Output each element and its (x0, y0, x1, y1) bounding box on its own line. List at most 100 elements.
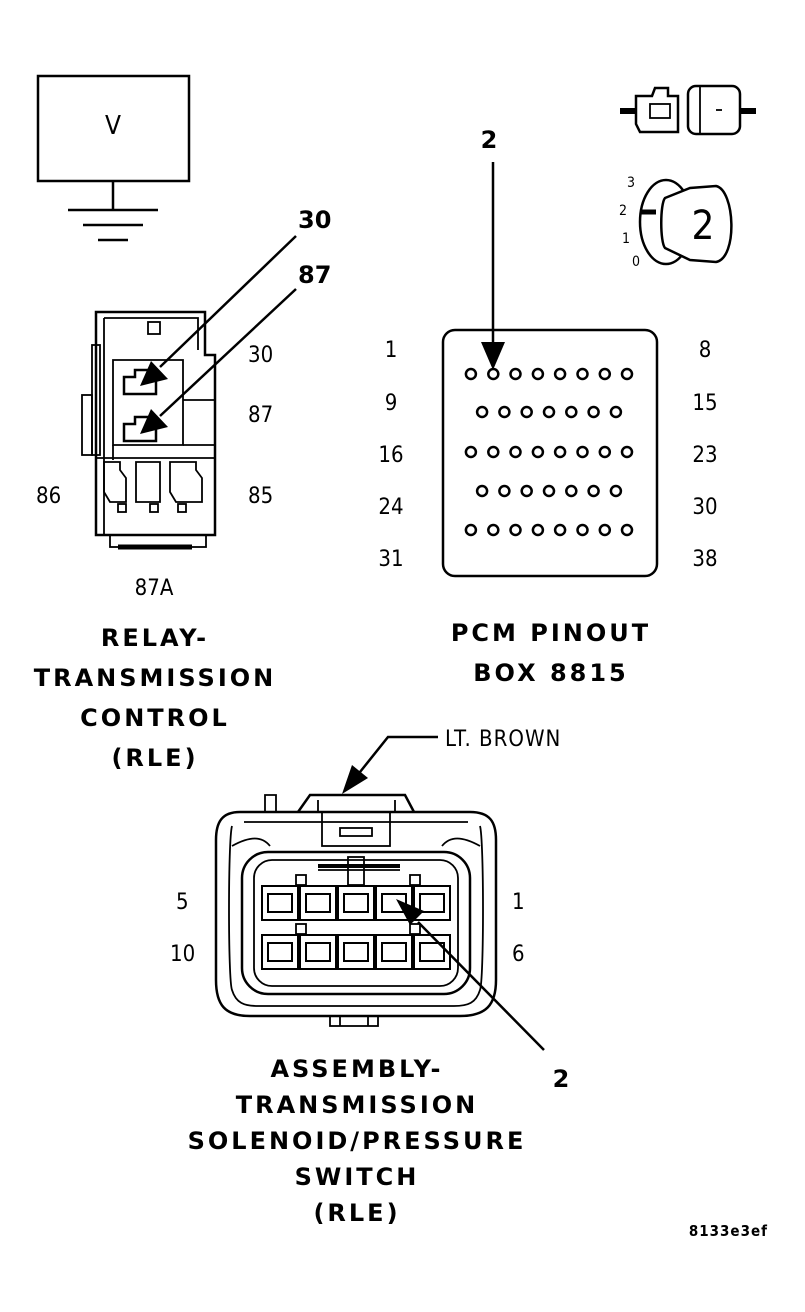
solenoid-connector: LT. BROWN 5 1 10 6 (170, 727, 569, 1093)
pcm-pin (620, 523, 634, 537)
selector-position-label: 2 (619, 203, 627, 219)
voltmeter: V (36, 74, 191, 242)
solenoid-pin-cavity (261, 934, 299, 970)
pcm-pin (464, 367, 478, 381)
solenoid-title-line: (RLE) (313, 1199, 400, 1227)
pcm-pin (509, 367, 522, 381)
pcm-pin (531, 445, 545, 459)
pcm-pin (520, 405, 533, 419)
pcm-pin (553, 523, 567, 537)
pcm-pin (620, 367, 634, 381)
solenoid-pin-cavity (375, 934, 413, 970)
pcm-pin (509, 445, 522, 459)
pcm-pin (509, 523, 522, 537)
solenoid-pin-cavity (299, 885, 337, 921)
solenoid-pin-label: 5 (176, 890, 189, 915)
relay-terminal-85: 85 (248, 484, 273, 509)
solenoid-pin-label: 6 (512, 942, 525, 967)
pcm-pin-number-label: 31 (378, 547, 403, 572)
pcm-pin (576, 367, 589, 381)
pcm-pin (598, 523, 612, 537)
wire-color-label: LT. BROWN (445, 727, 561, 752)
relay-connector: 30 87 30 87 86 85 (36, 206, 331, 601)
solenoid-pin-grid (261, 885, 451, 970)
pcm-pin (609, 484, 623, 498)
pcm-pin (531, 523, 545, 537)
probe-terminal-icon (620, 84, 756, 136)
pcm-pin-number-label: 8 (699, 338, 712, 363)
relay-title-line: TRANSMISSION (34, 664, 277, 692)
solenoid-title-line: TRANSMISSION (236, 1091, 479, 1119)
selector-knob-icon: 3 2 1 0 2 (619, 175, 733, 270)
pcm-pin-number-label: 9 (385, 391, 398, 416)
pcm-pin (598, 367, 612, 381)
pcm-pin-grid (464, 367, 634, 537)
pcm-callout: 2 (481, 126, 498, 154)
selector-position-label: 1 (622, 231, 630, 247)
pcm-pin (542, 484, 556, 498)
selector-value: 2 (692, 203, 715, 249)
solenoid-pin-label: 1 (512, 890, 525, 915)
pcm-pin (553, 445, 567, 459)
pcm-pin (475, 484, 489, 498)
pcm-pin-number-label: 1 (385, 338, 398, 363)
pcm-pin (576, 523, 589, 537)
solenoid-title: ASSEMBLY- TRANSMISSION SOLENOID/PRESSURE… (188, 1055, 527, 1227)
pcm-pin (598, 445, 612, 459)
relay-terminal-87: 87 (248, 403, 273, 428)
pcm-pin (576, 445, 589, 459)
pcm-pin (487, 445, 500, 459)
pcm-pin-number-label: 24 (378, 495, 403, 520)
pcm-pin (620, 445, 634, 459)
pcm-pin (475, 405, 489, 419)
solenoid-pin-cavity (299, 934, 337, 970)
relay-title-line: (RLE) (111, 744, 198, 772)
pcm-pin-number-label: 16 (378, 443, 403, 468)
pcm-pin-number-label: 15 (692, 391, 717, 416)
selector-position-label: 0 (632, 254, 640, 270)
pcm-pin (565, 405, 578, 419)
figure-id: 8133e3ef (689, 1222, 768, 1240)
relay-title-line: RELAY- (101, 624, 209, 652)
relay-title: RELAY- TRANSMISSION CONTROL (RLE) (34, 624, 277, 772)
pcm-connector-body (441, 328, 659, 578)
pcm-pin-probed (487, 367, 500, 381)
solenoid-title-line: SWITCH (295, 1163, 420, 1191)
pcm-pin (531, 367, 545, 381)
solenoid-title-line: SOLENOID/PRESSURE (188, 1127, 527, 1155)
pcm-pin (498, 405, 511, 419)
relay-title-line: CONTROL (80, 704, 230, 732)
callout-87: 87 (298, 261, 331, 289)
pcm-pin-number-label: 23 (692, 443, 717, 468)
solenoid-callout: 2 (553, 1065, 570, 1093)
pcm-pin (553, 367, 567, 381)
pcm-pin (464, 445, 478, 459)
relay-terminal-30: 30 (248, 343, 273, 368)
pcm-title-line: BOX 8815 (473, 659, 629, 687)
pcm-pin-number-label: 38 (692, 547, 717, 572)
selector-position-label: 3 (627, 175, 635, 191)
pcm-pin (587, 484, 600, 498)
pcm-pin (464, 523, 478, 537)
pcm-title: PCM PINOUT BOX 8815 (451, 619, 651, 687)
pcm-pin (520, 484, 533, 498)
solenoid-pin-cavity (413, 934, 451, 970)
relay-terminal-87a: 87A (135, 576, 174, 601)
pcm-pin (487, 523, 500, 537)
solenoid-pin-cavity (261, 885, 299, 921)
pcm-pin (565, 484, 578, 498)
solenoid-title-line: ASSEMBLY- (270, 1055, 443, 1083)
relay-terminal-86: 86 (36, 484, 61, 509)
solenoid-pin-cavity (337, 885, 375, 921)
pcm-pin (609, 405, 623, 419)
pcm-title-line: PCM PINOUT (451, 619, 651, 647)
pcm-pin (587, 405, 600, 419)
pcm-pin (542, 405, 556, 419)
solenoid-pin-label: 10 (170, 942, 195, 967)
pcm-pin-number-label: 30 (692, 495, 717, 520)
solenoid-pin-cavity (337, 934, 375, 970)
pcm-pin (498, 484, 511, 498)
